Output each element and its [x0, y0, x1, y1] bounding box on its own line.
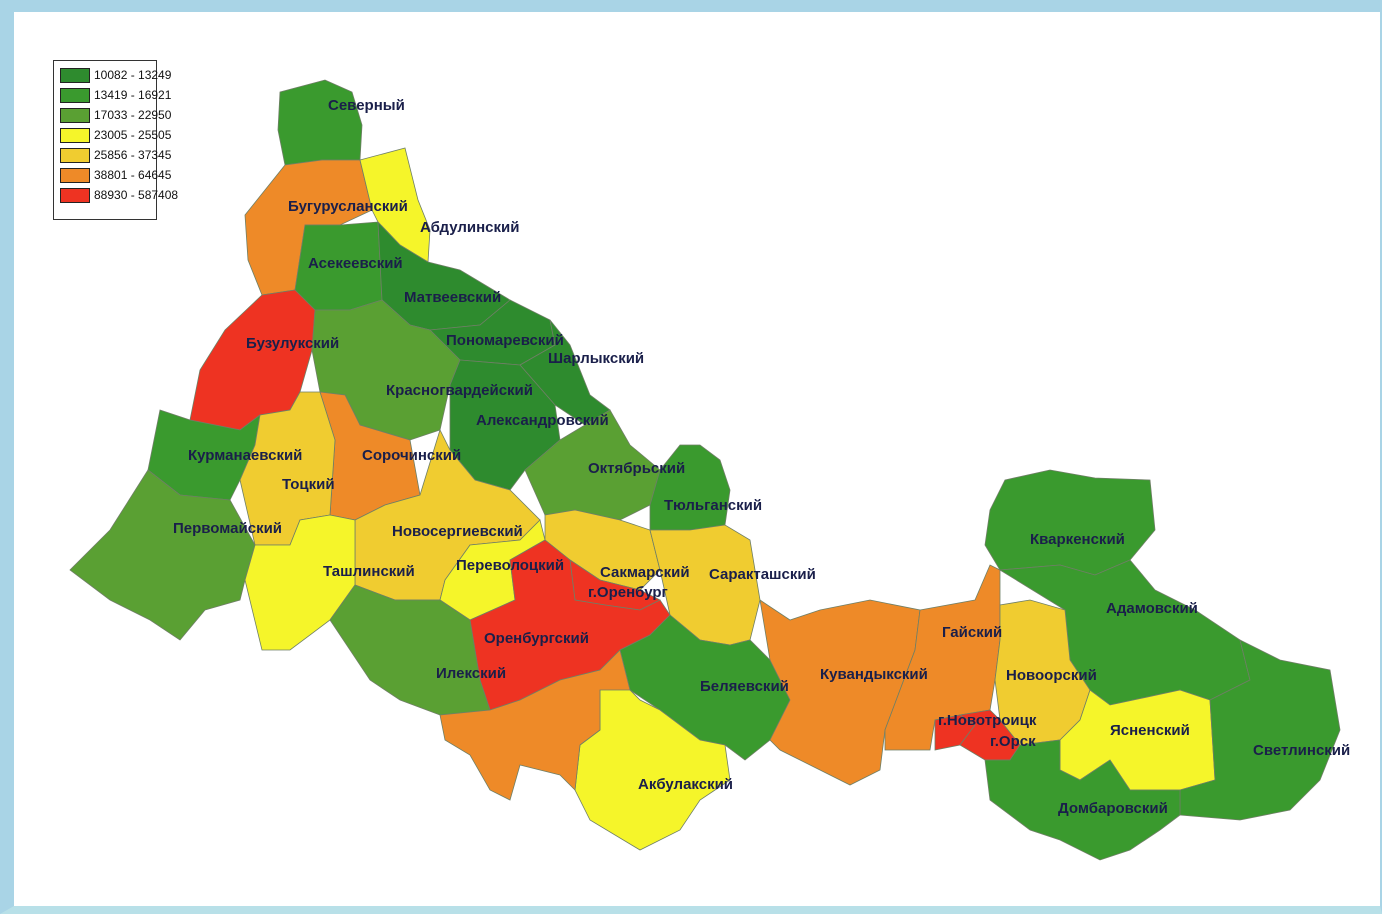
legend-swatch	[60, 187, 90, 203]
legend-row: 23005 - 25505	[60, 125, 171, 145]
label-kuvandyksky: Кувандыкский	[820, 666, 928, 683]
label-abdulinsky: Абдулинский	[420, 219, 519, 236]
legend-row: 13419 - 16921	[60, 85, 171, 105]
district-sol-iletsky[interactable]	[439, 649, 631, 801]
label-adamovsky: Адамовский	[1106, 600, 1198, 617]
label-ponomarevsky: Пономаревский	[446, 332, 564, 349]
label-orenburg-city: г.Оренбург	[588, 584, 668, 601]
label-pervomaysky: Первомайский	[173, 520, 282, 537]
label-gaysky: Гайский	[942, 624, 1002, 641]
legend-row: 88930 - 587408	[60, 185, 178, 205]
legend-swatch	[60, 107, 90, 123]
label-krasnogvardeysky: Красногвардейский	[386, 382, 533, 399]
district-kuvandyksky[interactable]	[759, 599, 921, 786]
label-belyaevsky: Беляевский	[700, 678, 789, 695]
legend-swatch	[60, 147, 90, 163]
label-tyulgansky: Тюльганский	[664, 497, 762, 514]
legend-range: 38801 - 64645	[94, 168, 172, 182]
label-akbulaksky: Акбулакский	[638, 776, 733, 793]
label-asekeevsky: Асекеевский	[308, 255, 403, 272]
label-sorochinsky: Сорочинский	[362, 447, 461, 464]
district-dombarovsky[interactable]	[984, 739, 1181, 861]
label-yasnensky: Ясненский	[1110, 722, 1190, 739]
district-tyulgansky[interactable]	[649, 444, 731, 531]
label-tashlinsky: Ташлинский	[323, 563, 415, 580]
label-matveevsky: Матвеевский	[404, 289, 501, 306]
label-buguruslansky: Бугурусланский	[288, 198, 408, 215]
label-novoorsky: Новоорский	[1006, 667, 1097, 684]
legend-swatch	[60, 167, 90, 183]
label-orenburgsky: Оренбургский	[484, 630, 589, 647]
legend-range: 23005 - 25505	[94, 128, 172, 142]
label-novosergievsky: Новосергиевский	[392, 523, 523, 540]
label-buzuluksky: Бузулукский	[246, 335, 339, 352]
legend-swatch	[60, 87, 90, 103]
legend-row: 10082 - 13249	[60, 65, 171, 85]
district-pervomaysky[interactable]	[69, 469, 256, 641]
label-oktyabrsky: Октябрьский	[588, 460, 685, 477]
district-severny[interactable]	[277, 79, 363, 166]
label-ileksky: Илекский	[436, 665, 506, 682]
label-novotroitsk-city: г.Новотроицк	[938, 712, 1037, 729]
label-svetlinsky: Светлинский	[1253, 742, 1350, 759]
label-sakmarsky: Сакмарский	[600, 564, 690, 581]
legend-range: 10082 - 13249	[94, 68, 172, 82]
label-kurmanaevsky: Курманаевский	[188, 447, 302, 464]
label-perevolotsky: Переволоцкий	[456, 557, 564, 574]
legend-row: 17033 - 22950	[60, 105, 171, 125]
label-totsky: Тоцкий	[282, 476, 335, 493]
label-sharlyksky: Шарлыкский	[548, 350, 644, 367]
map-legend: 10082 - 13249 13419 - 16921 17033 - 2295…	[53, 60, 178, 220]
legend-row: 38801 - 64645	[60, 165, 171, 185]
legend-swatch	[60, 127, 90, 143]
label-dombarovsky: Домбаровский	[1058, 800, 1168, 817]
label-severny: Северный	[328, 97, 405, 114]
legend-range: 88930 - 587408	[94, 188, 179, 202]
district-kvarkensky[interactable]	[984, 469, 1156, 576]
legend-range: 17033 - 22950	[94, 108, 172, 122]
legend-row: 25856 - 37345	[60, 145, 171, 165]
legend-swatch	[60, 67, 90, 83]
label-saraktashsky: Саракташский	[709, 566, 816, 583]
legend-range: 13419 - 16921	[94, 88, 172, 102]
legend-range: 25856 - 37345	[94, 148, 172, 162]
label-aleksandrovsky: Александровский	[476, 412, 609, 429]
district-ileksky[interactable]	[329, 584, 491, 716]
label-kvarkensky: Кваркенский	[1030, 531, 1125, 548]
label-orsk-city: г.Орск	[990, 733, 1036, 750]
